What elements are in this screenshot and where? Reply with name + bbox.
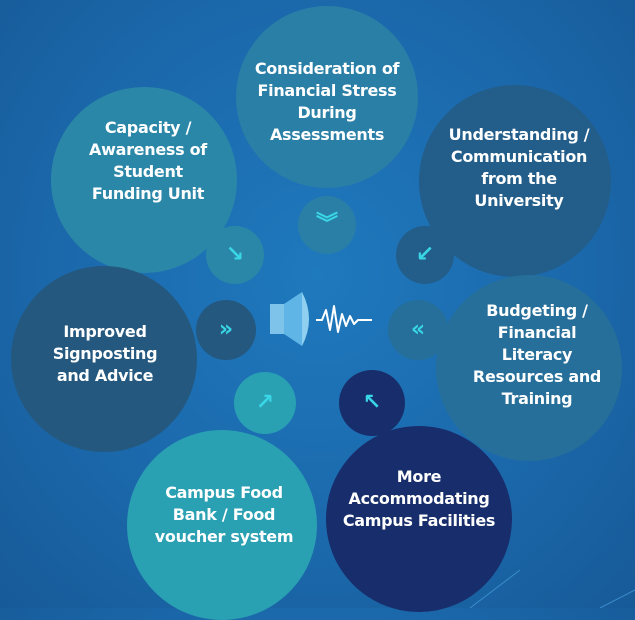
double-chevron-left-icon: «: [410, 317, 426, 342]
bubble-campus-facilities: [326, 426, 512, 612]
bubble-financial-stress-label: Consideration of Financial Stress During…: [254, 59, 400, 144]
double-chevron-down-left-icon: ↙: [415, 242, 435, 267]
bubble-budgeting-label: Budgeting / Financial Literacy Resources…: [472, 301, 602, 408]
double-chevron-right-icon: »: [218, 317, 234, 342]
bubble-communication-label: Understanding / Communication from the U…: [448, 125, 590, 210]
bubble-budgeting: [436, 275, 622, 461]
bubble-signposting-label: Improved Signposting and Advice: [52, 322, 158, 385]
double-chevron-up-right-icon: ↗: [255, 390, 275, 415]
double-chevron-up-left-icon: ↖: [362, 390, 382, 415]
bubble-food-bank-nub: ↗: [234, 372, 296, 434]
double-chevron-down-right-icon: ↘: [225, 242, 245, 267]
bubble-food-bank: [127, 430, 317, 620]
bubble-student-funding-label: Capacity / Awareness of Student Funding …: [89, 118, 207, 203]
bubble-financial-stress: [236, 6, 418, 188]
speaker-sound-wave-icon: [270, 292, 372, 346]
bubble-communication-nub: ↙: [396, 226, 454, 284]
bubble-student-funding-nub: ↘: [206, 226, 264, 284]
bubble-signposting: [11, 266, 197, 452]
bubble-food-bank-label: Campus Food Bank / Food voucher system: [154, 483, 294, 546]
bubble-financial-stress-nub: ︾: [298, 196, 356, 254]
double-chevron-down-icon: ︾: [315, 212, 338, 237]
bubble-budgeting-nub: «: [388, 300, 448, 360]
bubble-signposting-nub: »: [196, 300, 256, 360]
bubble-campus-facilities-label: More Accommodating Campus Facilities: [342, 467, 496, 530]
bubble-campus-facilities-nub: ↖: [339, 370, 405, 436]
bubble-student-funding: [51, 87, 237, 273]
